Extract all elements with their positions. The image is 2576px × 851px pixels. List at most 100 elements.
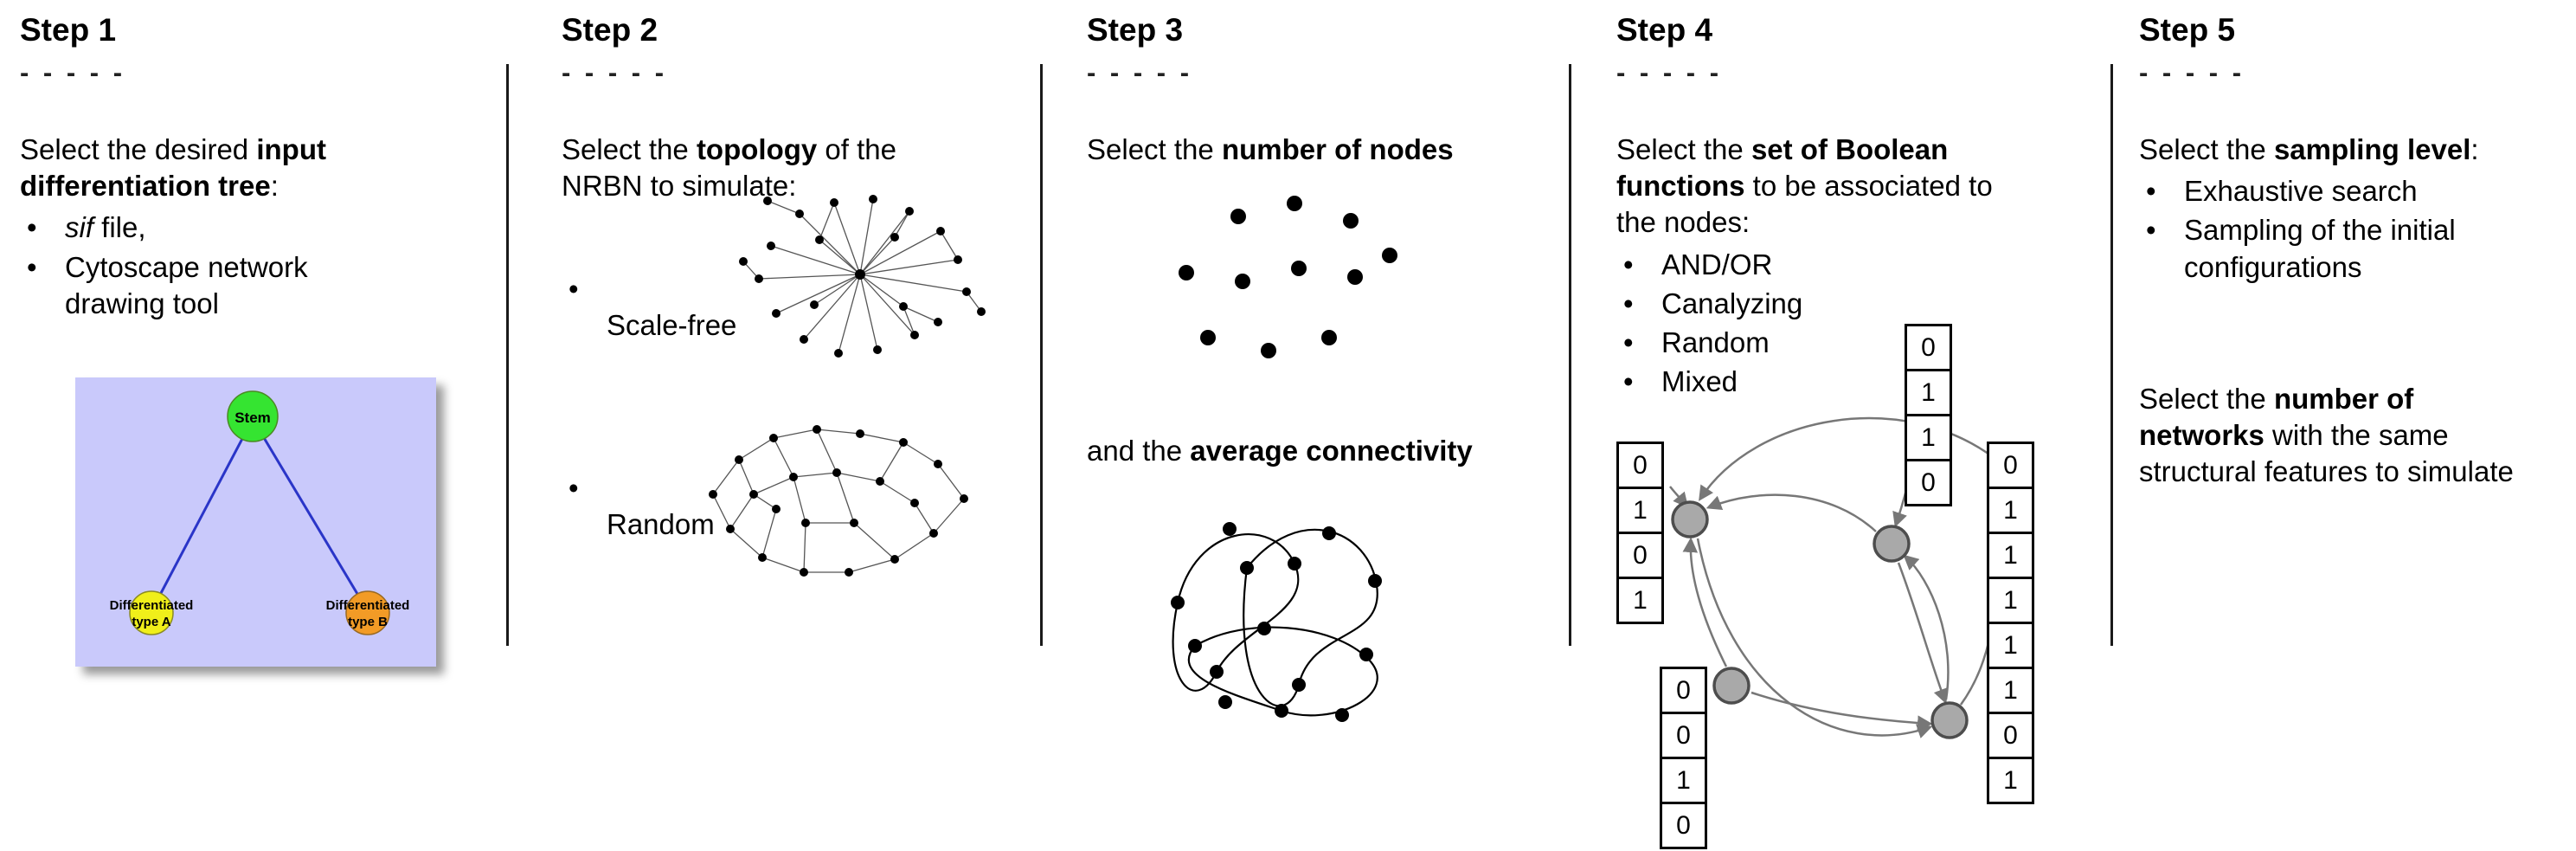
- text-segment: Select the: [1616, 133, 1751, 165]
- text-segment: :: [270, 170, 279, 203]
- step-4-bullet-list: • AND/OR •Canalyzing • Random • Mixed: [1616, 247, 2101, 401]
- truth-table-cell: 1: [1987, 487, 2034, 534]
- text-segment: sampling level: [2273, 133, 2471, 165]
- step-2-intro: Select the topology of the NRBN to simul…: [562, 132, 1016, 204]
- step-3-intro: Select the number of nodes: [1087, 132, 1567, 168]
- step-4-column: Step 4 - - - - - Select the set of Boole…: [1616, 0, 2101, 849]
- bullet-marker: •: [27, 250, 37, 283]
- truth-table-cell: 0: [1616, 442, 1664, 489]
- scale-free-nodes: [739, 195, 986, 358]
- step-1-column: Step 1 - - - - - Select the desired inpu…: [20, 0, 491, 667]
- network-node: [1873, 525, 1911, 563]
- truth-table-cell: 1: [1905, 369, 1952, 416]
- dots: [1179, 196, 1397, 358]
- scale-free-network-graphic: [739, 195, 986, 358]
- text-segment: number of nodes: [1221, 133, 1454, 165]
- text-segment: Select the: [2139, 133, 2274, 165]
- type-b-label-line2: type B: [348, 615, 388, 629]
- bullet-text: Sampling of the initial configurations: [2184, 214, 2456, 282]
- step-2-column: Step 2 - - - - - Select the topology of …: [562, 0, 1016, 577]
- truth-table-cell: 1: [1616, 487, 1664, 534]
- bullet-item-scale-free: • Scale-free: [562, 235, 736, 345]
- bullet-marker: •: [1623, 326, 1634, 359]
- truth-table-cell: 0: [1987, 712, 2034, 759]
- text-segment: Cytoscape network drawing tool: [65, 250, 308, 319]
- truth-table-cell: 0: [1905, 459, 1952, 506]
- bullet-item: • sif file,: [20, 210, 491, 246]
- network-node: [1930, 701, 1969, 739]
- bullet-text: Exhaustive search: [2184, 175, 2418, 207]
- differentiation-tree-image: Stem Differentiated type A Differentiate…: [75, 377, 436, 667]
- truth-table-cell: 0: [1616, 532, 1664, 579]
- text-segment: Select the desired: [20, 133, 257, 165]
- text-segment: with the same structural features to sim…: [2139, 419, 2514, 488]
- type-b-node: [345, 590, 390, 635]
- stem-node: [227, 390, 279, 442]
- bullet-item: • Random: [1616, 325, 2101, 361]
- text-segment: sif: [65, 211, 93, 244]
- random-nodes: [709, 425, 968, 577]
- nodes-dots-graphic: [1179, 196, 1397, 358]
- truth-table-cell: 1: [1905, 414, 1952, 461]
- tree-edges: [150, 418, 369, 612]
- bullet-marker: •: [2146, 214, 2156, 247]
- text-segment: Sampling of the initial configurations: [2184, 214, 2456, 283]
- text-segment: input differentiation tree: [20, 133, 326, 203]
- truth-table-cell: 1: [1987, 757, 2034, 804]
- bullet-item: • Cytoscape network drawing tool: [20, 249, 491, 322]
- bullet-item: • AND/OR: [1616, 247, 2101, 283]
- step-3-second: and the average connectivity: [1087, 433, 1473, 469]
- type-b-label-line1: Differentiated: [326, 598, 410, 613]
- text-segment: file,: [93, 211, 146, 244]
- bullet-marker: •: [1623, 248, 1634, 280]
- bullet-text: Cytoscape network drawing tool: [65, 251, 308, 319]
- bullet-marker: •: [2146, 175, 2156, 208]
- text-segment: number of networks: [2139, 383, 2414, 452]
- step-4-intro: Select the set of Boolean functions to b…: [1616, 132, 2101, 242]
- tangle-curves: [1172, 528, 1378, 717]
- text-segment: to be associated to the nodes:: [1616, 170, 1993, 239]
- dashes-separator: - - - - -: [20, 57, 126, 87]
- truth-table-cell: 1: [1616, 577, 1664, 624]
- step-1-intro: Select the desired input differentiation…: [20, 132, 491, 204]
- text-segment: set of Boolean functions: [1616, 133, 1949, 203]
- truth-table-cell: 1: [1987, 667, 2034, 714]
- bullet-text: Random: [1661, 326, 1770, 358]
- random-network-graphic: [709, 425, 968, 577]
- step-2-title: Step 2: [562, 12, 658, 48]
- truth-table-cell: 0: [1987, 442, 2034, 489]
- bullet-text: Mixed: [1661, 365, 1738, 397]
- scale-free-label: Scale-free: [607, 309, 737, 342]
- tangle-nodes: [1171, 522, 1382, 722]
- text-segment: AND/OR: [1661, 248, 1773, 280]
- text-segment: Canalyzing: [1661, 287, 1803, 319]
- bullet-item: • Mixed: [1616, 364, 2101, 400]
- truth-table-cell: 1: [1987, 577, 2034, 624]
- bullet-marker: •: [1623, 365, 1634, 398]
- step-3-title: Step 3: [1087, 12, 1184, 48]
- text-segment: average connectivity: [1190, 435, 1473, 467]
- truth-table-cell: 0: [1660, 802, 1707, 849]
- bullet-marker: •: [27, 211, 37, 244]
- stem-label: Stem: [234, 409, 271, 426]
- random-edges: [712, 429, 965, 573]
- text-segment: Select the: [2139, 383, 2274, 415]
- step-1-title: Step 1: [20, 12, 117, 48]
- text-segment: Exhaustive search: [2184, 175, 2418, 208]
- bullet-item: •Canalyzing: [1616, 286, 2101, 322]
- connectivity-tangle-graphic: [1171, 522, 1382, 722]
- truth-table-cell: 0: [1660, 667, 1707, 714]
- column-divider: [506, 64, 509, 646]
- text-segment: :: [2470, 133, 2479, 165]
- boolean-network-nodes: [1671, 500, 1969, 739]
- column-divider: [2110, 64, 2113, 646]
- text-segment: of the NRBN to simulate:: [562, 133, 896, 203]
- column-divider: [1040, 64, 1043, 646]
- step-3-column: Step 3 - - - - - Select the number of no…: [1087, 0, 1567, 722]
- random-label: Random: [607, 508, 715, 541]
- boolean-network-arrows: [1669, 416, 2003, 738]
